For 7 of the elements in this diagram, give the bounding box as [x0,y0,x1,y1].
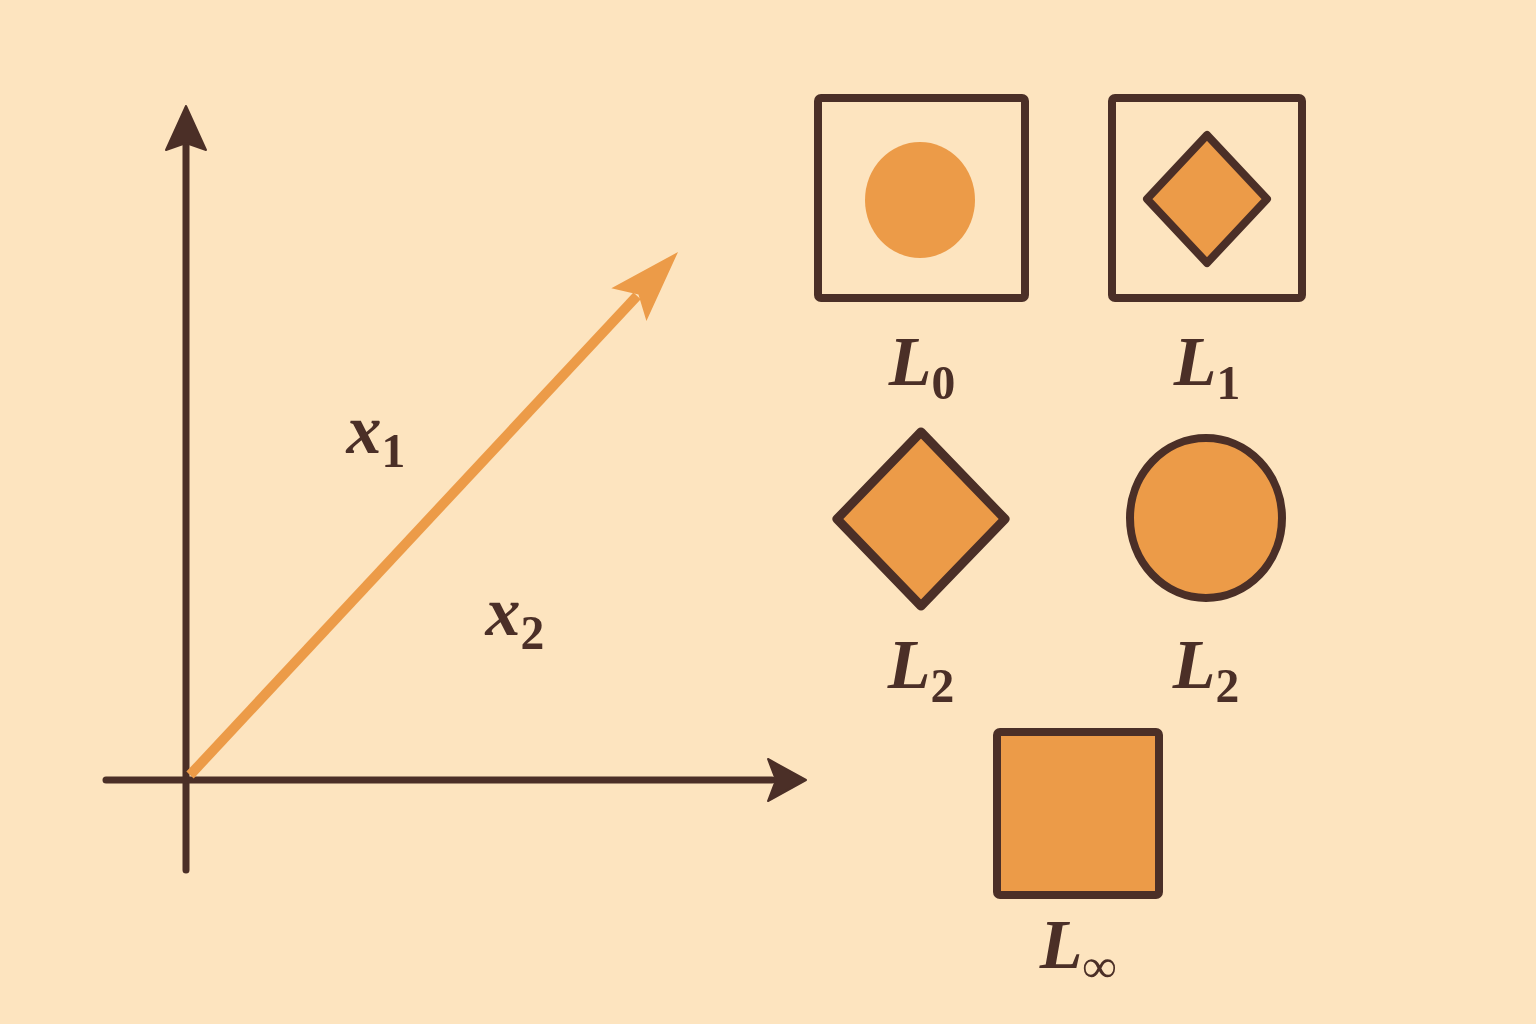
norm-label: L$_{2}$ [887,630,955,700]
norm-label: L$_{∞}$ [1039,910,1117,980]
norm-label: L$_{2}$ [1172,630,1240,700]
variable-label: x$_{2}$ [485,577,545,647]
norm-label: L$_{0}$ [888,327,956,397]
norm-label: L$_{1}$ [1173,327,1241,397]
variable-label: x$_{1}$ [346,395,406,465]
